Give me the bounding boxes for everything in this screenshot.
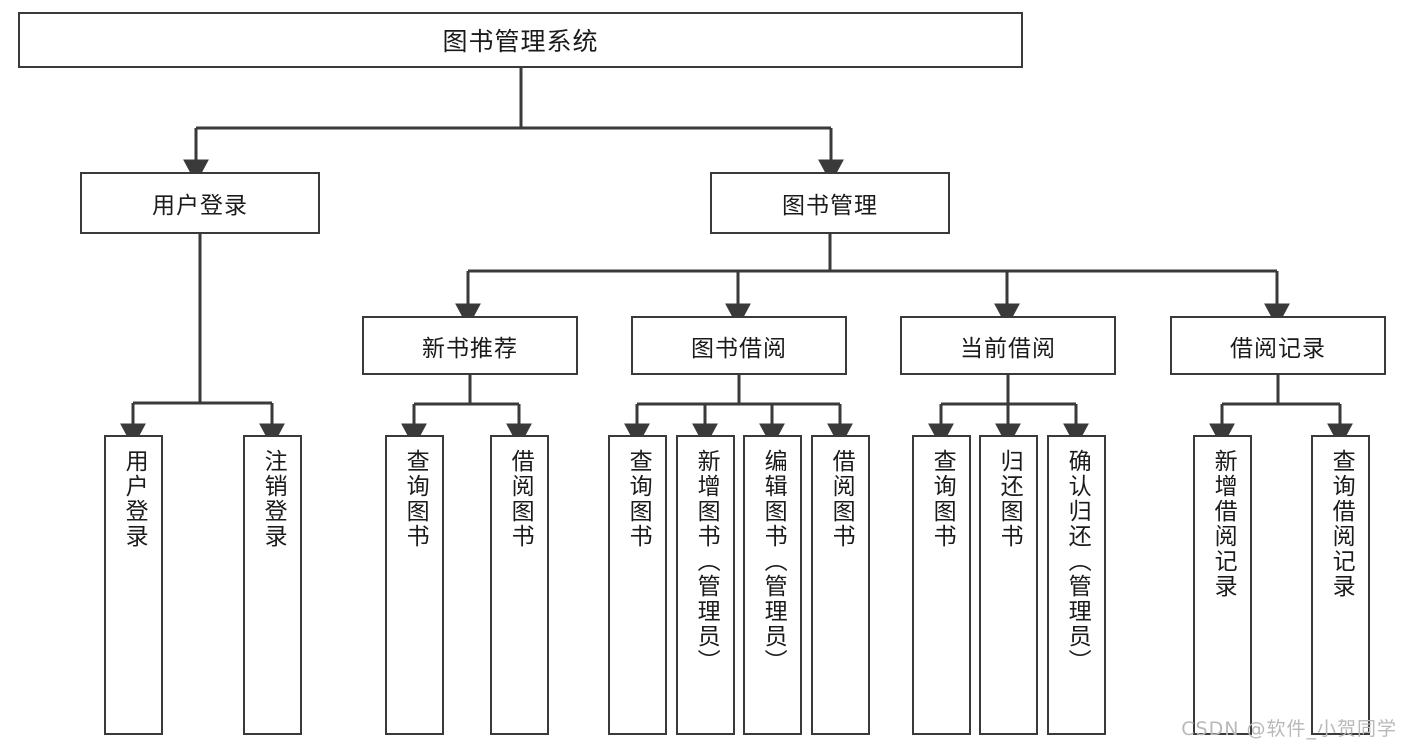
node-user-login-label: 用户登录 xyxy=(152,193,248,219)
node-leaf-borrow-book-2[interactable]: 借阅图书 xyxy=(811,435,870,735)
node-leaf-query-record[interactable]: 查询借阅记录 xyxy=(1311,435,1370,735)
node-leaf-add-book-label: 新增图书（管理员） xyxy=(693,449,720,674)
node-leaf-confirm-return-label: 确认归还（管理员） xyxy=(1064,449,1091,674)
node-leaf-query-book-2[interactable]: 查询图书 xyxy=(608,435,667,735)
node-leaf-add-record[interactable]: 新增借阅记录 xyxy=(1193,435,1252,735)
csdn-watermark: CSDN @软件_小贺同学 xyxy=(1181,718,1397,740)
node-leaf-borrow-book-1-label: 借阅图书 xyxy=(507,449,534,549)
node-user-login[interactable]: 用户登录 xyxy=(80,172,320,234)
node-leaf-return-book[interactable]: 归还图书 xyxy=(979,435,1038,735)
node-leaf-query-record-label: 查询借阅记录 xyxy=(1328,449,1355,599)
node-book-borrow[interactable]: 图书借阅 xyxy=(631,316,847,375)
node-leaf-edit-book[interactable]: 编辑图书（管理员） xyxy=(743,435,802,735)
node-leaf-edit-book-label: 编辑图书（管理员） xyxy=(760,449,787,674)
node-leaf-user-login-label: 用户登录 xyxy=(121,449,148,549)
node-leaf-user-logout-label: 注销登录 xyxy=(260,449,287,549)
node-leaf-query-book-3[interactable]: 查询图书 xyxy=(912,435,971,735)
node-new-book-recommend[interactable]: 新书推荐 xyxy=(362,316,578,375)
node-leaf-query-book-2-label: 查询图书 xyxy=(625,449,652,549)
node-leaf-user-login[interactable]: 用户登录 xyxy=(104,435,163,735)
node-new-book-recommend-label: 新书推荐 xyxy=(422,335,518,362)
node-leaf-query-book-3-label: 查询图书 xyxy=(929,449,956,549)
node-book-management-label: 图书管理 xyxy=(782,193,878,219)
node-leaf-confirm-return[interactable]: 确认归还（管理员） xyxy=(1047,435,1106,735)
node-current-borrow[interactable]: 当前借阅 xyxy=(900,316,1116,375)
node-leaf-borrow-book-2-label: 借阅图书 xyxy=(828,449,855,549)
node-leaf-return-book-label: 归还图书 xyxy=(996,449,1023,549)
node-leaf-borrow-book-1[interactable]: 借阅图书 xyxy=(490,435,549,735)
node-current-borrow-label: 当前借阅 xyxy=(960,335,1056,362)
node-book-borrow-label: 图书借阅 xyxy=(691,335,787,362)
node-root[interactable]: 图书管理系统 xyxy=(18,12,1023,68)
node-book-management[interactable]: 图书管理 xyxy=(710,172,950,234)
node-borrow-record-label: 借阅记录 xyxy=(1230,335,1326,362)
node-leaf-query-book-1[interactable]: 查询图书 xyxy=(385,435,444,735)
node-leaf-add-record-label: 新增借阅记录 xyxy=(1210,449,1237,599)
node-leaf-add-book[interactable]: 新增图书（管理员） xyxy=(676,435,735,735)
node-leaf-query-book-1-label: 查询图书 xyxy=(402,449,429,549)
node-root-label: 图书管理系统 xyxy=(442,27,599,56)
node-leaf-user-logout[interactable]: 注销登录 xyxy=(243,435,302,735)
node-borrow-record[interactable]: 借阅记录 xyxy=(1170,316,1386,375)
